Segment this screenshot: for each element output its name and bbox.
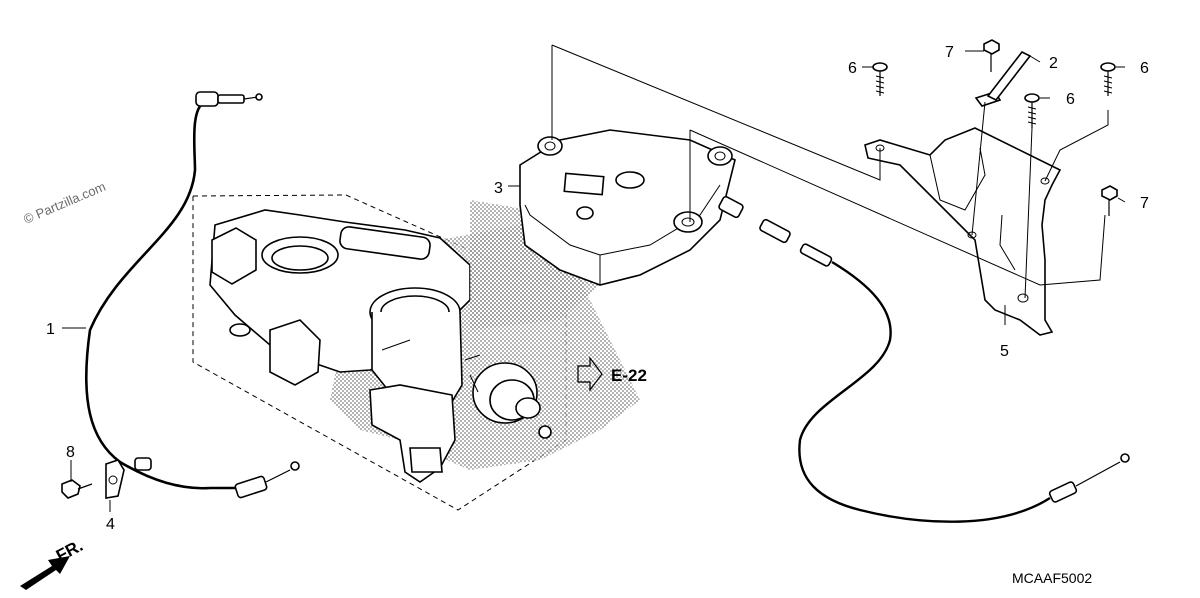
callout-1[interactable]: 1 — [46, 321, 55, 338]
ref-arrow-e22[interactable]: E-22 — [577, 356, 647, 392]
callout-6-center[interactable]: 6 — [1066, 91, 1075, 108]
clip-4 — [105, 459, 125, 499]
bolt-8 — [61, 479, 93, 499]
callout-4[interactable]: 4 — [106, 516, 115, 533]
ref-label: E-22 — [611, 366, 647, 385]
actuator-cable — [718, 195, 1130, 523]
callout-6-right[interactable]: 6 — [1140, 60, 1149, 77]
callout-8[interactable]: 8 — [66, 444, 75, 461]
callout-5[interactable]: 5 — [1000, 343, 1009, 360]
screw-6-right — [1100, 62, 1116, 96]
callout-2[interactable]: 2 — [1049, 55, 1058, 72]
front-arrow-icon — [20, 556, 70, 590]
right-arrow-icon — [577, 356, 603, 392]
screw-6-left — [872, 62, 888, 96]
cruise-actuator-3 — [470, 129, 736, 330]
bolt-7-right — [1101, 185, 1118, 216]
bolt-7-top — [983, 39, 1000, 72]
leader-lines — [62, 44, 1126, 512]
diagram-code: MCAAF5002 — [1012, 570, 1092, 586]
throttle-cable-1 — [84, 91, 300, 499]
callout-6-left[interactable]: 6 — [848, 60, 857, 77]
bracket-5 — [864, 127, 1062, 336]
callout-7-right[interactable]: 7 — [1140, 195, 1149, 212]
callout-3[interactable]: 3 — [494, 180, 503, 197]
watermark-text: © Partzilla.com — [21, 179, 108, 227]
cable-strap-2 — [974, 50, 1032, 107]
screw-6-center — [1024, 93, 1040, 128]
front-direction-indicator: FR. — [20, 536, 86, 590]
callout-7-top[interactable]: 7 — [945, 44, 954, 61]
